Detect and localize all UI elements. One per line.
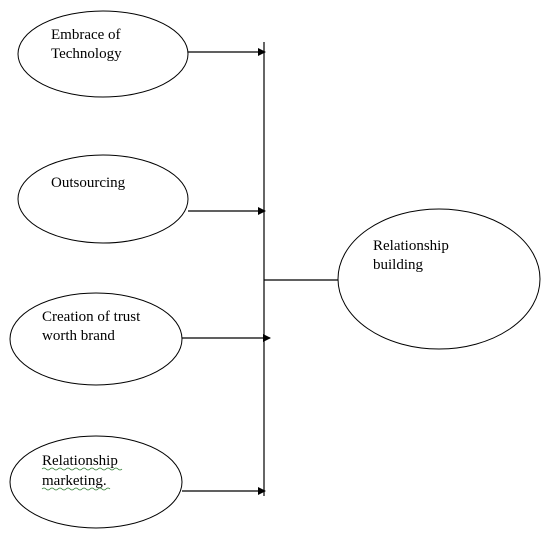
relationship-marketing-label-line1: Relationship [42, 453, 118, 469]
node-relationship-marketing [9, 435, 183, 529]
node-embrace-of-technology [17, 10, 189, 98]
outsourcing-label: Outsourcing [51, 175, 126, 191]
relationship-building-label-line2: building [373, 257, 424, 273]
node-creation-of-trust-worth-brand [9, 292, 183, 386]
relationship-marketing-label-line2: marketing. [42, 473, 107, 489]
technology-label-line1: Embrace of [51, 27, 121, 43]
spellcheck-squiggle-line2 [41, 487, 111, 491]
node-relationship-building [337, 208, 541, 350]
trust-brand-label-line1: Creation of trust [42, 309, 141, 325]
trust-brand-label-line2: worth brand [42, 328, 115, 344]
node-outsourcing [17, 154, 189, 244]
spellcheck-squiggle-line1 [41, 467, 123, 471]
technology-label-line2: Technology [51, 46, 122, 62]
relationship-building-label-line1: Relationship [373, 238, 449, 254]
